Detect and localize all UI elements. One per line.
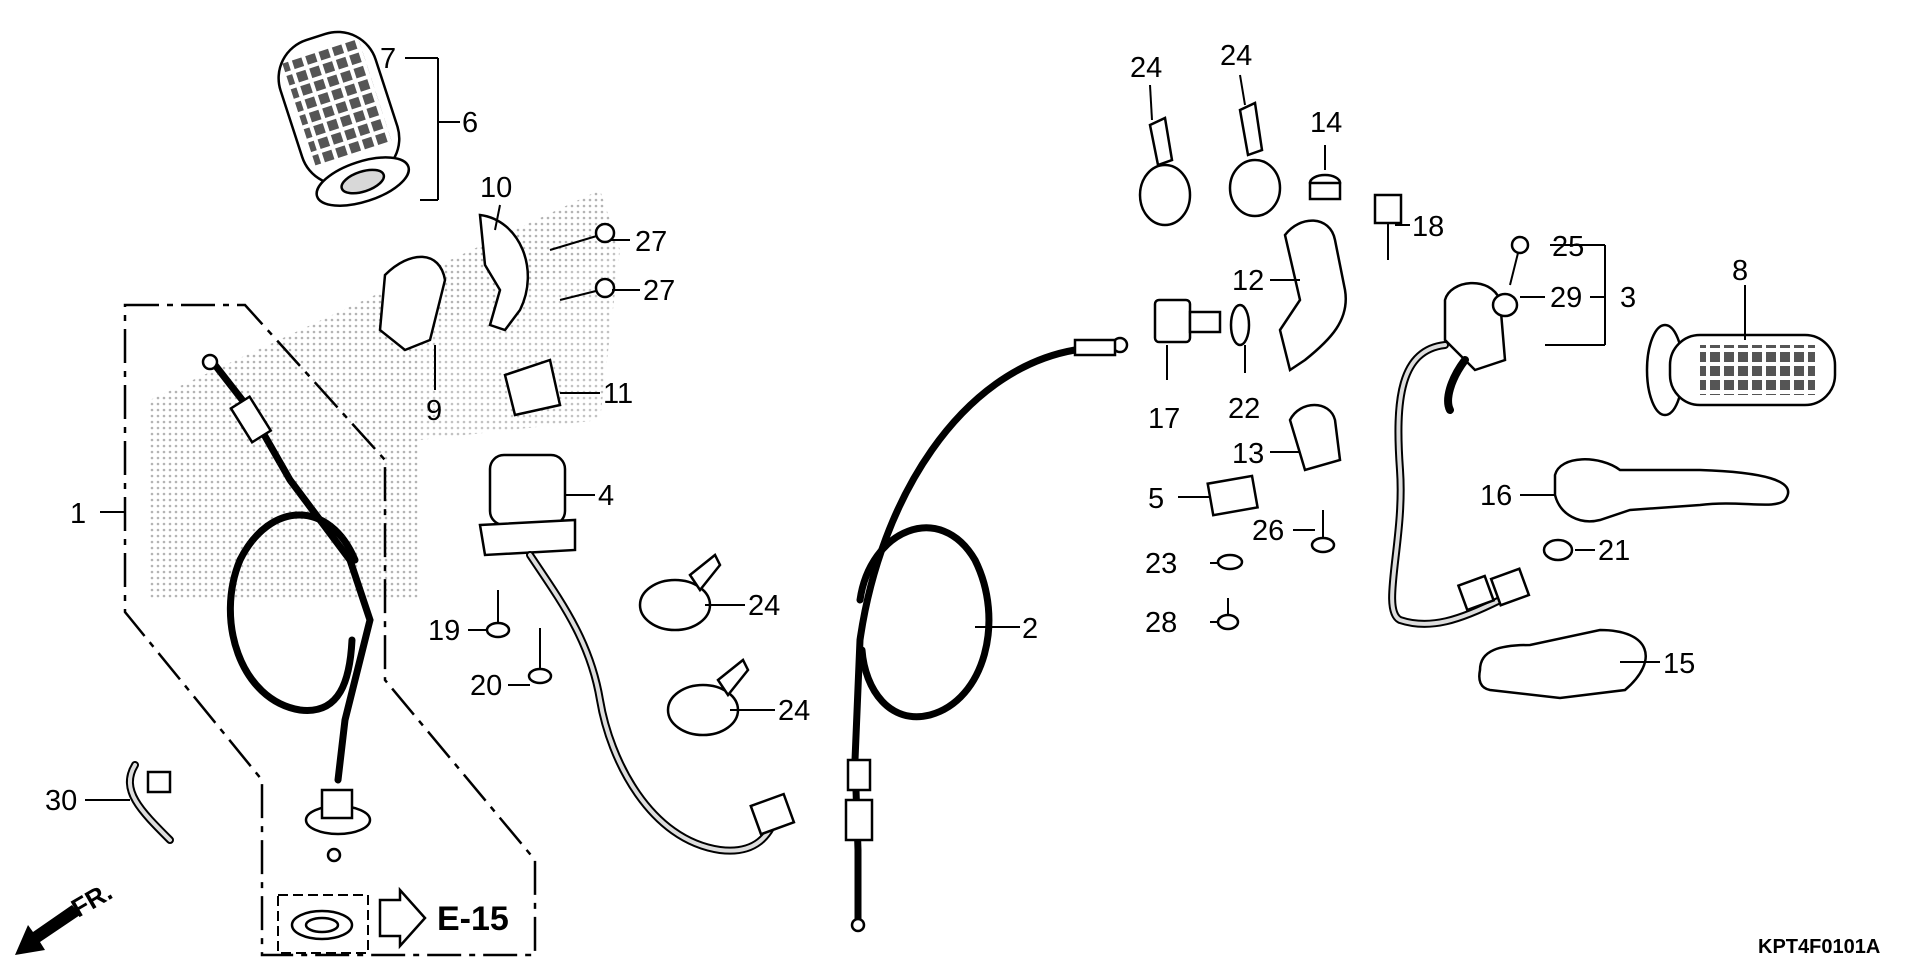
lever-cover <box>1478 628 1647 700</box>
callout-15: 15 <box>1663 648 1695 680</box>
bolt-20 <box>527 628 553 685</box>
callout-20: 20 <box>470 670 502 702</box>
callout-18: 18 <box>1412 211 1444 243</box>
nut-22 <box>1229 303 1251 347</box>
kill-switch <box>478 453 796 855</box>
throttle-cable <box>201 353 374 863</box>
callout-16: 16 <box>1480 480 1512 512</box>
switch-5 <box>1206 474 1260 517</box>
diagram-code: KPT4F0101A <box>1758 936 1880 958</box>
holder-13 <box>1288 403 1342 472</box>
callout-24-top-right: 24 <box>1220 40 1252 72</box>
callout-1: 1 <box>70 498 86 530</box>
callout-30: 30 <box>45 785 77 817</box>
bolt-19 <box>485 590 511 639</box>
grip-right <box>1645 323 1837 417</box>
callout-3: 3 <box>1620 282 1636 314</box>
callouts: 1 2 3 4 5 6 7 8 9 10 11 12 13 14 15 16 1… <box>45 40 1748 817</box>
callout-4: 4 <box>598 480 614 512</box>
callout-12: 12 <box>1232 265 1264 297</box>
kit-boundary <box>123 303 537 957</box>
adjuster-17 <box>1153 298 1222 344</box>
callout-24-low: 24 <box>778 695 810 727</box>
grip-left <box>277 30 411 207</box>
screw-28 <box>1216 598 1240 631</box>
callout-24-mid: 24 <box>748 590 780 622</box>
bolt-26 <box>1310 510 1336 554</box>
washer-23 <box>1216 553 1244 571</box>
callout-7: 7 <box>380 43 396 75</box>
callout-19: 19 <box>428 615 460 647</box>
callout-2: 2 <box>1022 613 1038 645</box>
housing-upper <box>478 213 530 332</box>
cap-14 <box>1308 173 1342 201</box>
lever-bracket <box>1278 219 1348 373</box>
callout-29: 29 <box>1550 282 1582 314</box>
tie-band-30 <box>126 761 174 844</box>
callout-6: 6 <box>462 107 478 139</box>
callout-22: 22 <box>1228 393 1260 425</box>
screw-25 <box>1509 235 1530 286</box>
callout-21: 21 <box>1598 535 1630 567</box>
band-24-top-left <box>1138 116 1192 227</box>
callout-10: 10 <box>480 172 512 204</box>
callout-27-upper: 27 <box>635 226 667 258</box>
nut-21 <box>1542 538 1574 562</box>
callout-24-top-left: 24 <box>1130 52 1162 84</box>
callout-13: 13 <box>1232 438 1264 470</box>
callout-5: 5 <box>1148 483 1164 515</box>
switch-assembly <box>1388 281 1531 628</box>
switch-block <box>503 358 562 417</box>
clutch-lever <box>1553 458 1790 523</box>
band-24-upper <box>638 553 722 632</box>
nut-29 <box>1491 292 1519 318</box>
callout-23: 23 <box>1145 548 1177 580</box>
callout-27-lower: 27 <box>643 275 675 307</box>
band-24-top-right <box>1228 101 1282 218</box>
reference-box: E-15 <box>277 886 509 954</box>
reference-label: E-15 <box>437 900 509 938</box>
callout-26: 26 <box>1252 515 1284 547</box>
callout-9: 9 <box>426 395 442 427</box>
clutch-cable <box>844 336 1129 933</box>
callout-28: 28 <box>1145 607 1177 639</box>
callout-14: 14 <box>1310 107 1342 139</box>
callout-25: 25 <box>1552 231 1584 263</box>
callout-8: 8 <box>1732 255 1748 287</box>
band-24-lower <box>666 658 750 737</box>
callout-11: 11 <box>603 378 633 410</box>
screw-27a <box>549 222 616 251</box>
callout-17: 17 <box>1148 403 1180 435</box>
screw-27b <box>559 277 616 301</box>
bolt-18 <box>1373 193 1403 260</box>
leader-lines <box>85 57 1746 801</box>
direction-arrow: FR. <box>15 876 117 955</box>
housing-lower <box>378 255 447 352</box>
